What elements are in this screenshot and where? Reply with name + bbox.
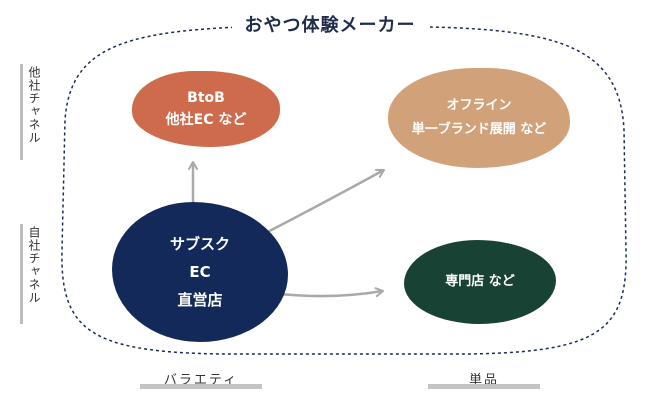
node-btob-line2: 他社EC など xyxy=(165,112,247,128)
x-axis-right-bar xyxy=(428,384,540,389)
node-subscription: サブスク EC 直営店 xyxy=(112,202,288,342)
diagram-title: おやつ体験メーカー xyxy=(232,10,428,42)
arrow-subscription-to-specialty xyxy=(269,287,384,298)
y-axis-top-label: 他社チャネル xyxy=(27,66,41,144)
node-subscription-line2: EC xyxy=(189,263,211,281)
node-subscription-line1: サブスク xyxy=(169,235,230,253)
y-axis-top-bar xyxy=(20,64,23,160)
node-offline-line1: オフライン xyxy=(446,98,512,113)
node-offline-line2: 単一ブランド展開 など xyxy=(411,122,547,137)
node-specialty: 専門店 など xyxy=(404,240,556,324)
y-axis-bottom-bar xyxy=(20,224,23,324)
dashed-boundary xyxy=(61,26,627,355)
y-axis-bottom-label: 自社チャネル xyxy=(27,226,41,304)
arrow-subscription-to-offline xyxy=(257,168,385,239)
node-specialty-line1: 専門店 など xyxy=(445,274,515,289)
node-btob-line1: BtoB xyxy=(187,90,225,106)
x-axis-left-bar xyxy=(140,384,262,389)
node-subscription-line3: 直営店 xyxy=(177,291,223,309)
node-offline: オフライン 単一ブランド展開 など xyxy=(388,68,570,168)
node-btob: BtoB 他社EC など xyxy=(132,71,280,147)
